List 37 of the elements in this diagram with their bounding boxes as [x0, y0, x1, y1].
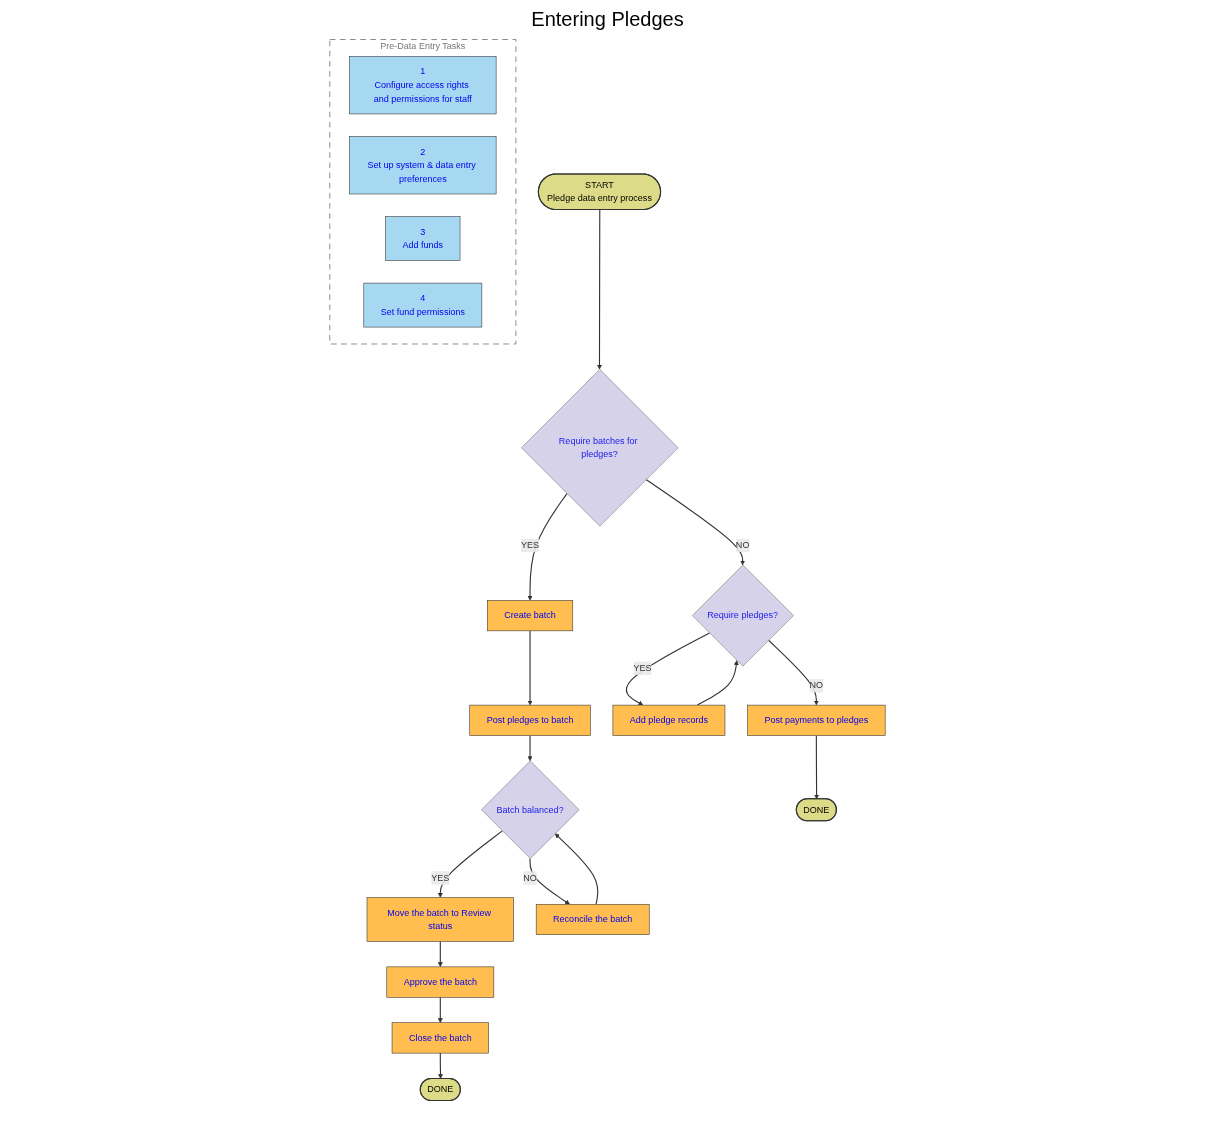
edge-label: NO: [523, 872, 537, 883]
arrow: [437, 830, 503, 898]
node-box: 3 Add funds: [385, 216, 461, 261]
node-box: Move the batch to Review status: [366, 897, 514, 942]
node-diamond: Require batches for pledges?: [521, 369, 679, 527]
arrow: [814, 735, 820, 800]
edge-label: NO: [809, 680, 824, 691]
arrow: [437, 940, 443, 968]
arrow: [597, 209, 602, 370]
arrow: [527, 493, 568, 601]
node-box: 1 Configure access rights and permissions for staff: [349, 56, 497, 115]
node-box: 2 Set up system & data entry preferences: [349, 136, 497, 195]
arrow: [529, 858, 570, 905]
node-box: Post payments to pledges: [747, 704, 886, 736]
node-box: Add pledge records: [612, 704, 726, 736]
arrow: [645, 479, 746, 566]
arrow: [554, 833, 599, 905]
node-box: 4 Set fund permissions: [363, 282, 483, 328]
arrow: [438, 1052, 443, 1079]
node-box: Close the batch: [391, 1022, 489, 1054]
edge-label: YES: [431, 872, 450, 883]
arrow: [768, 639, 819, 706]
arrow: [437, 996, 443, 1023]
node-diamond: Require pledges?: [692, 564, 794, 667]
edge-label: YES: [633, 663, 652, 673]
arrow: [625, 632, 711, 706]
node-box: Reconcile the batch: [535, 904, 650, 935]
node-diamond: Batch balanced?: [481, 760, 580, 859]
node-box: Post pledges to batch: [469, 704, 591, 736]
arrow: [527, 630, 533, 706]
edge-label: NO: [735, 540, 750, 551]
node-box: Approve the batch: [386, 966, 495, 998]
node-box: Create batch: [487, 600, 574, 632]
arrow: [527, 735, 533, 762]
diagram-title: Entering Pledges: [530, 8, 685, 31]
edge-label: YES: [521, 540, 540, 551]
arrow: [696, 660, 739, 706]
